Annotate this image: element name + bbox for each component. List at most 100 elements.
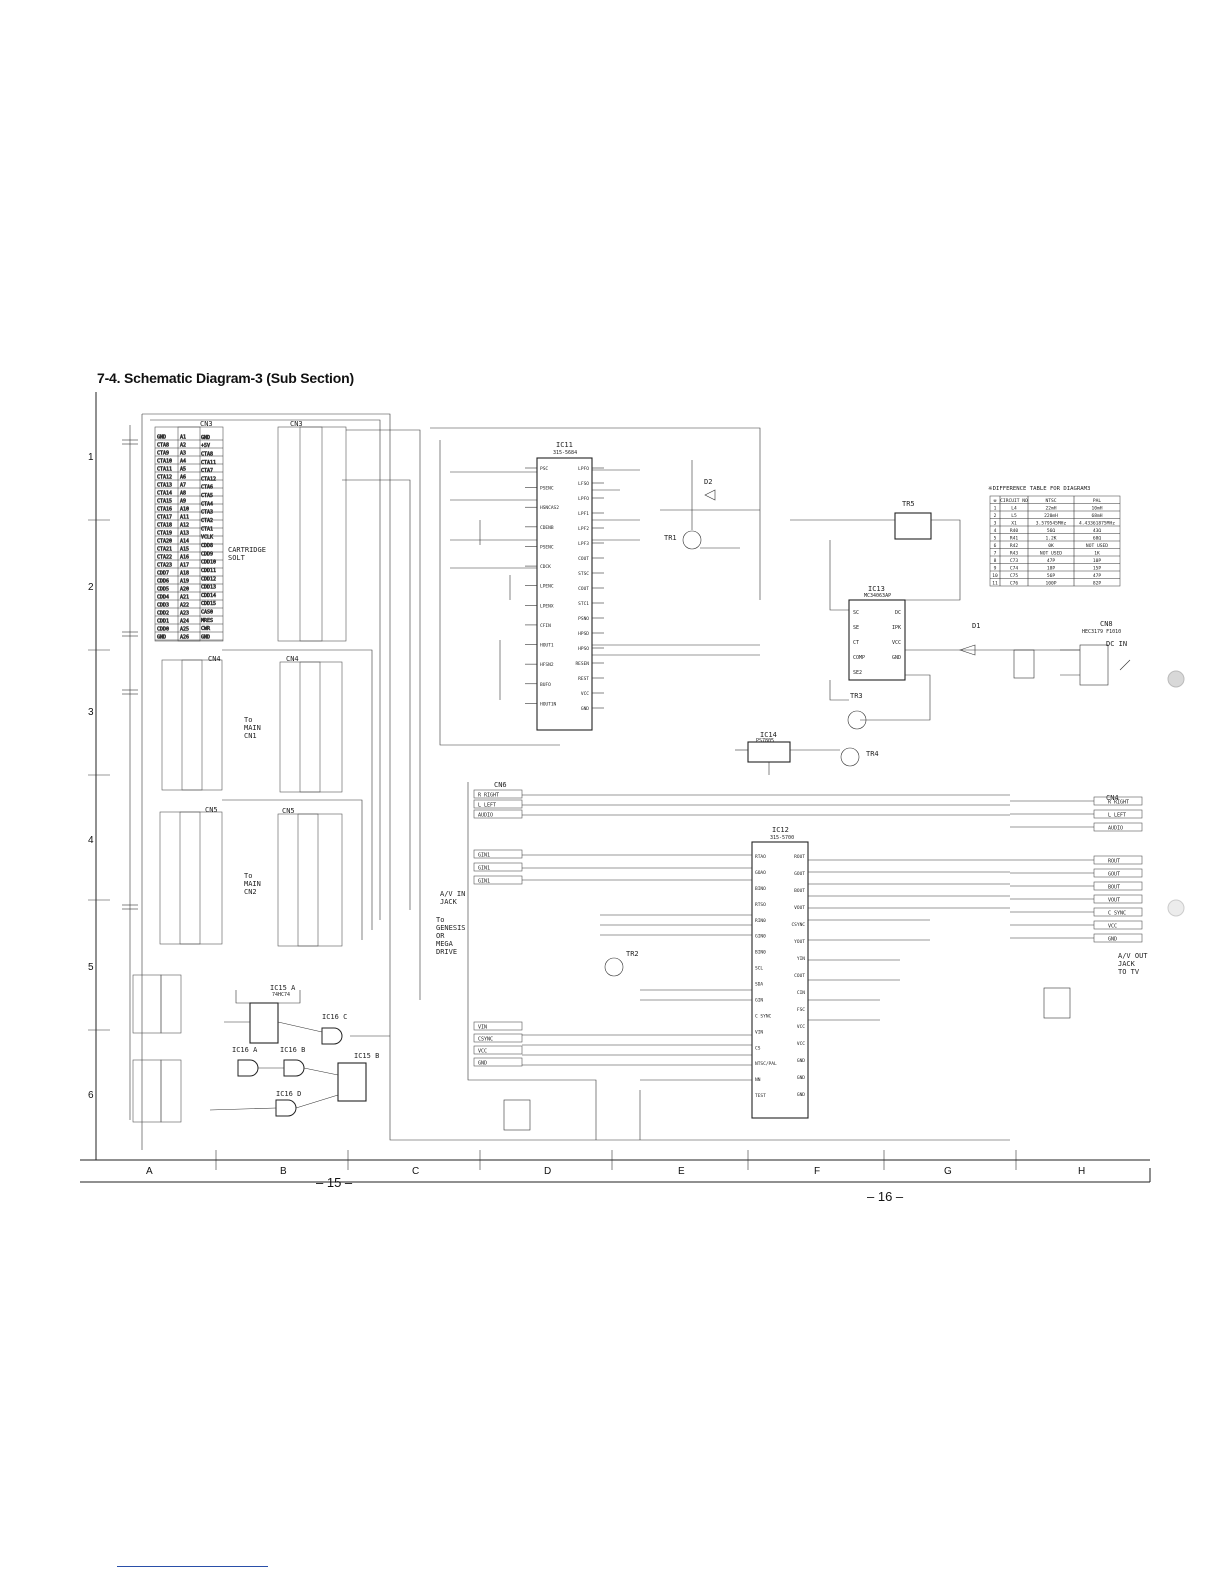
cn6-pin-label: R RIGHT	[478, 793, 499, 799]
d2-label: D2	[704, 478, 712, 486]
ic13-pin-label: DC	[895, 610, 901, 616]
ic15b-flipflop: IC15 B	[337, 1052, 379, 1102]
cart-pin-label-left: CDD1	[157, 619, 169, 625]
cart-pin-label-right: MRES	[201, 618, 213, 624]
tr4-label: TR4	[866, 750, 879, 758]
diff-table-cell: 68mH	[1091, 513, 1102, 519]
diff-table-cell: 3.579545MHz	[1036, 520, 1067, 526]
cn4-out-pin-label: C SYNC	[1108, 911, 1126, 917]
ic12-pin-label: BIN0	[755, 950, 766, 956]
ic11-pin-label: LPENX	[540, 603, 554, 609]
cart-pin-label-right: CTA6	[201, 485, 213, 491]
tr5-transformer: TR5	[894, 500, 932, 540]
cn4-out-pin-label: R RIGHT	[1108, 800, 1129, 806]
grid-col-e: E	[678, 1166, 685, 1177]
cart-pin-label-right: CAS0	[201, 610, 213, 616]
cart-pin-number: A25	[180, 627, 189, 633]
difference-table-title: ※DIFFERENCE TABLE FOR DIAGRAM3	[988, 485, 1090, 492]
left-power-rail	[122, 425, 138, 1120]
cart-pin-label-right: +5V	[201, 443, 210, 449]
ic11-pin-label: PSNO	[578, 616, 589, 622]
cn6-sync-pin-label: CSYNC	[478, 1037, 493, 1043]
cart-pin-label-right: CDD9	[201, 551, 213, 557]
grid-row-1: 1	[88, 452, 94, 463]
cart-pin-label-left: CTA23	[157, 563, 172, 569]
ic11-pin-label: HSNCAS2	[540, 505, 559, 511]
ic12-wiring	[522, 854, 1010, 1140]
cart-pin-label-left: CTA19	[157, 531, 172, 537]
diff-table-cell: 82P	[1093, 580, 1102, 586]
ic11-pin-label: PSC	[540, 466, 548, 472]
diff-table-cell: 4.43361875MHz	[1079, 520, 1115, 526]
ic12-pin-label: GOAO	[755, 870, 766, 876]
tr4-transistor	[840, 747, 860, 767]
grid-col-d: D	[544, 1166, 551, 1177]
diff-table-cell: L4	[1011, 505, 1017, 511]
cart-pin-number: A4	[180, 459, 186, 465]
diff-table-cell: 10mH	[1091, 505, 1102, 511]
cart-pin-label-right: CTA12	[201, 476, 216, 482]
ic11-pin-label: LPF1	[578, 511, 589, 517]
cart-pin-number: A17	[180, 563, 189, 569]
ic16c-label: IC16 C	[322, 1013, 347, 1021]
cn4-label: CN4	[208, 655, 221, 663]
ic12-pin-label: COUT	[794, 973, 805, 979]
ic11-pin-label: PSENC	[540, 486, 554, 492]
ic12-pin-label: RTAO	[755, 854, 766, 860]
rf-module-bottom	[503, 1099, 531, 1131]
diff-table-cell: 8	[994, 558, 997, 564]
ic11-pin-label: BUFO	[540, 682, 551, 688]
cart-pin-label-left: CDD3	[157, 603, 169, 609]
cart-pin-number: A23	[180, 611, 189, 617]
ic11-pin-label: COUT	[578, 556, 589, 562]
diff-table-cell: L5	[1011, 513, 1017, 519]
cart-pin-label-right: CDD14	[201, 593, 216, 599]
diff-table-cell: X1	[1011, 520, 1017, 526]
diff-table-cell: 47P	[1047, 558, 1056, 564]
ic11-pin-label: LPFO	[578, 496, 589, 502]
cart-pin-number: A21	[180, 595, 189, 601]
diff-table-header: NTSC	[1045, 498, 1056, 504]
ic12-pin-label: GOUT	[794, 871, 805, 877]
ic12-pin-label: CS	[755, 1045, 761, 1051]
page-title: 7-4. Schematic Diagram-3 (Sub Section)	[97, 370, 354, 386]
ic11-pin-label: HOUT1N	[540, 701, 557, 707]
ic11-pin-label: HPSD	[578, 631, 589, 637]
diff-table-cell: 47P	[1093, 573, 1102, 579]
diagram-frame	[80, 392, 1151, 1183]
ic12-pin-label: TEST	[755, 1093, 766, 1099]
ic14-regulator: IC14 PS7805	[747, 731, 791, 763]
diff-table-cell: NOT USED	[1086, 543, 1108, 549]
cn6-video-pin-label: GIN1	[478, 866, 490, 872]
cart-pin-label-right: CDD15	[201, 601, 216, 607]
cart-pin-label-right: GND	[201, 635, 210, 641]
diff-table-cell: C76	[1010, 580, 1019, 586]
cart-pin-label-right: CDD12	[201, 576, 216, 582]
diff-table-cell: R41	[1010, 535, 1019, 541]
cn4-right-label: CN4	[286, 655, 299, 663]
ic11-pin-label: PSENC	[540, 544, 554, 550]
cn8-label: CN8	[1100, 620, 1113, 628]
cn6-pin-label: AUDIO	[478, 813, 493, 819]
cn5-label: CN5	[205, 806, 218, 814]
page-number-left: – 15 –	[316, 1175, 353, 1190]
cart-pin-number: A7	[180, 483, 186, 489]
page-number-right: – 16 –	[867, 1189, 904, 1204]
ic11-pin-label: HFSN2	[540, 662, 554, 668]
cart-pin-label-left: CDD0	[157, 627, 169, 633]
ic12-pin-label: VOUT	[794, 905, 805, 911]
ic11-label: IC11	[556, 441, 573, 449]
cart-pin-label-left: CTA16	[157, 507, 172, 513]
diff-table-cell: C75	[1010, 573, 1019, 579]
cn5-left-connector: CN5	[159, 806, 223, 945]
diff-table-cell: 4	[994, 528, 997, 534]
ic12-pin-label: SDA	[755, 982, 763, 988]
grid-col-h: H	[1078, 1166, 1085, 1177]
cart-pin-label-left: CDD4	[157, 595, 169, 601]
ic13-pin-label: CT	[853, 640, 859, 646]
cart-pin-label-right: CTA3	[201, 510, 213, 516]
